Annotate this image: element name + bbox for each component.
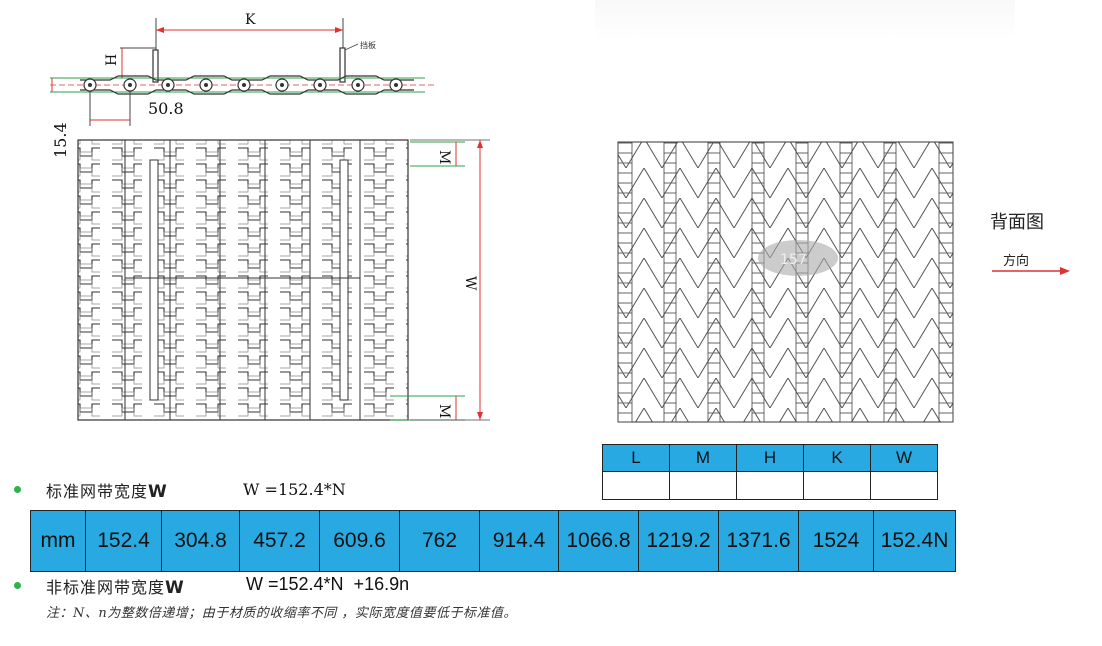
width-value: 457.2 (240, 511, 320, 571)
back-view-label: 背面图 (990, 212, 1044, 233)
nonstandard-width-text: 非标准网带宽度 (46, 578, 166, 597)
side-profile-drawing: K H 挡板 50.8 15.4 (50, 12, 435, 158)
spec-header-m: M (669, 444, 737, 472)
dim-m-bottom-label: M (436, 404, 452, 418)
spec-cell (870, 471, 938, 500)
standard-width-label: 标准网带宽度W (46, 478, 168, 502)
spec-cell (803, 471, 871, 500)
spec-cell (669, 471, 737, 500)
width-value: 152.4N (874, 511, 955, 571)
bullet-icon (14, 486, 21, 493)
dim-height-label: 15.4 (51, 122, 70, 158)
width-value: 152.4 (86, 511, 162, 571)
width-unit: mm (31, 511, 86, 571)
width-value: 304.8 (162, 511, 240, 571)
direction-arrow-icon (992, 267, 1070, 275)
footnote: 注：N、n为整数倍递增；由于材质的收缩率不同 ，实际宽度值要低于标准值。 (46, 606, 517, 621)
dim-h-label: H (104, 54, 120, 66)
top-view-drawing: M M W (77, 139, 490, 421)
spec-cell (602, 471, 670, 500)
width-value: 1066.8 (559, 511, 639, 571)
faded-header-band (595, 0, 1015, 40)
width-value: 914.4 (480, 511, 559, 571)
width-value: 609.6 (320, 511, 400, 571)
width-value: 1219.2 (639, 511, 719, 571)
standard-width-w: W (148, 482, 168, 502)
nonstandard-formula: W =152.4*N +16.9n (246, 574, 410, 594)
dim-m-top-label: M (436, 150, 452, 164)
nonstandard-width-w: W (165, 578, 185, 598)
direction-label: 方向 (1003, 254, 1030, 269)
nonstandard-width-label: 非标准网带宽度W (46, 574, 185, 598)
width-value: 1524 (799, 511, 874, 571)
spec-header-h: H (736, 444, 804, 472)
back-view-drawing: 157 (617, 141, 954, 423)
spec-header-l: L (602, 444, 670, 472)
bullet-icon (14, 582, 21, 589)
spec-cell (736, 471, 804, 500)
watermark: 157 (780, 252, 807, 268)
standard-formula: W =152.4*N (243, 480, 346, 499)
dim-w-label: W (462, 276, 478, 291)
width-value: 1371.6 (719, 511, 799, 571)
width-value: 762 (400, 511, 480, 571)
flight-label: 挡板 (360, 40, 376, 50)
spec-header-k: K (803, 444, 871, 472)
spec-table: L M H K W (602, 444, 938, 500)
dim-pitch-label: 50.8 (148, 99, 184, 118)
spec-header-w: W (870, 444, 938, 472)
standard-width-text: 标准网带宽度 (46, 482, 149, 501)
dim-k-label: K (245, 12, 256, 28)
width-band: mm 152.4 304.8 457.2 609.6 762 914.4 106… (30, 510, 956, 572)
